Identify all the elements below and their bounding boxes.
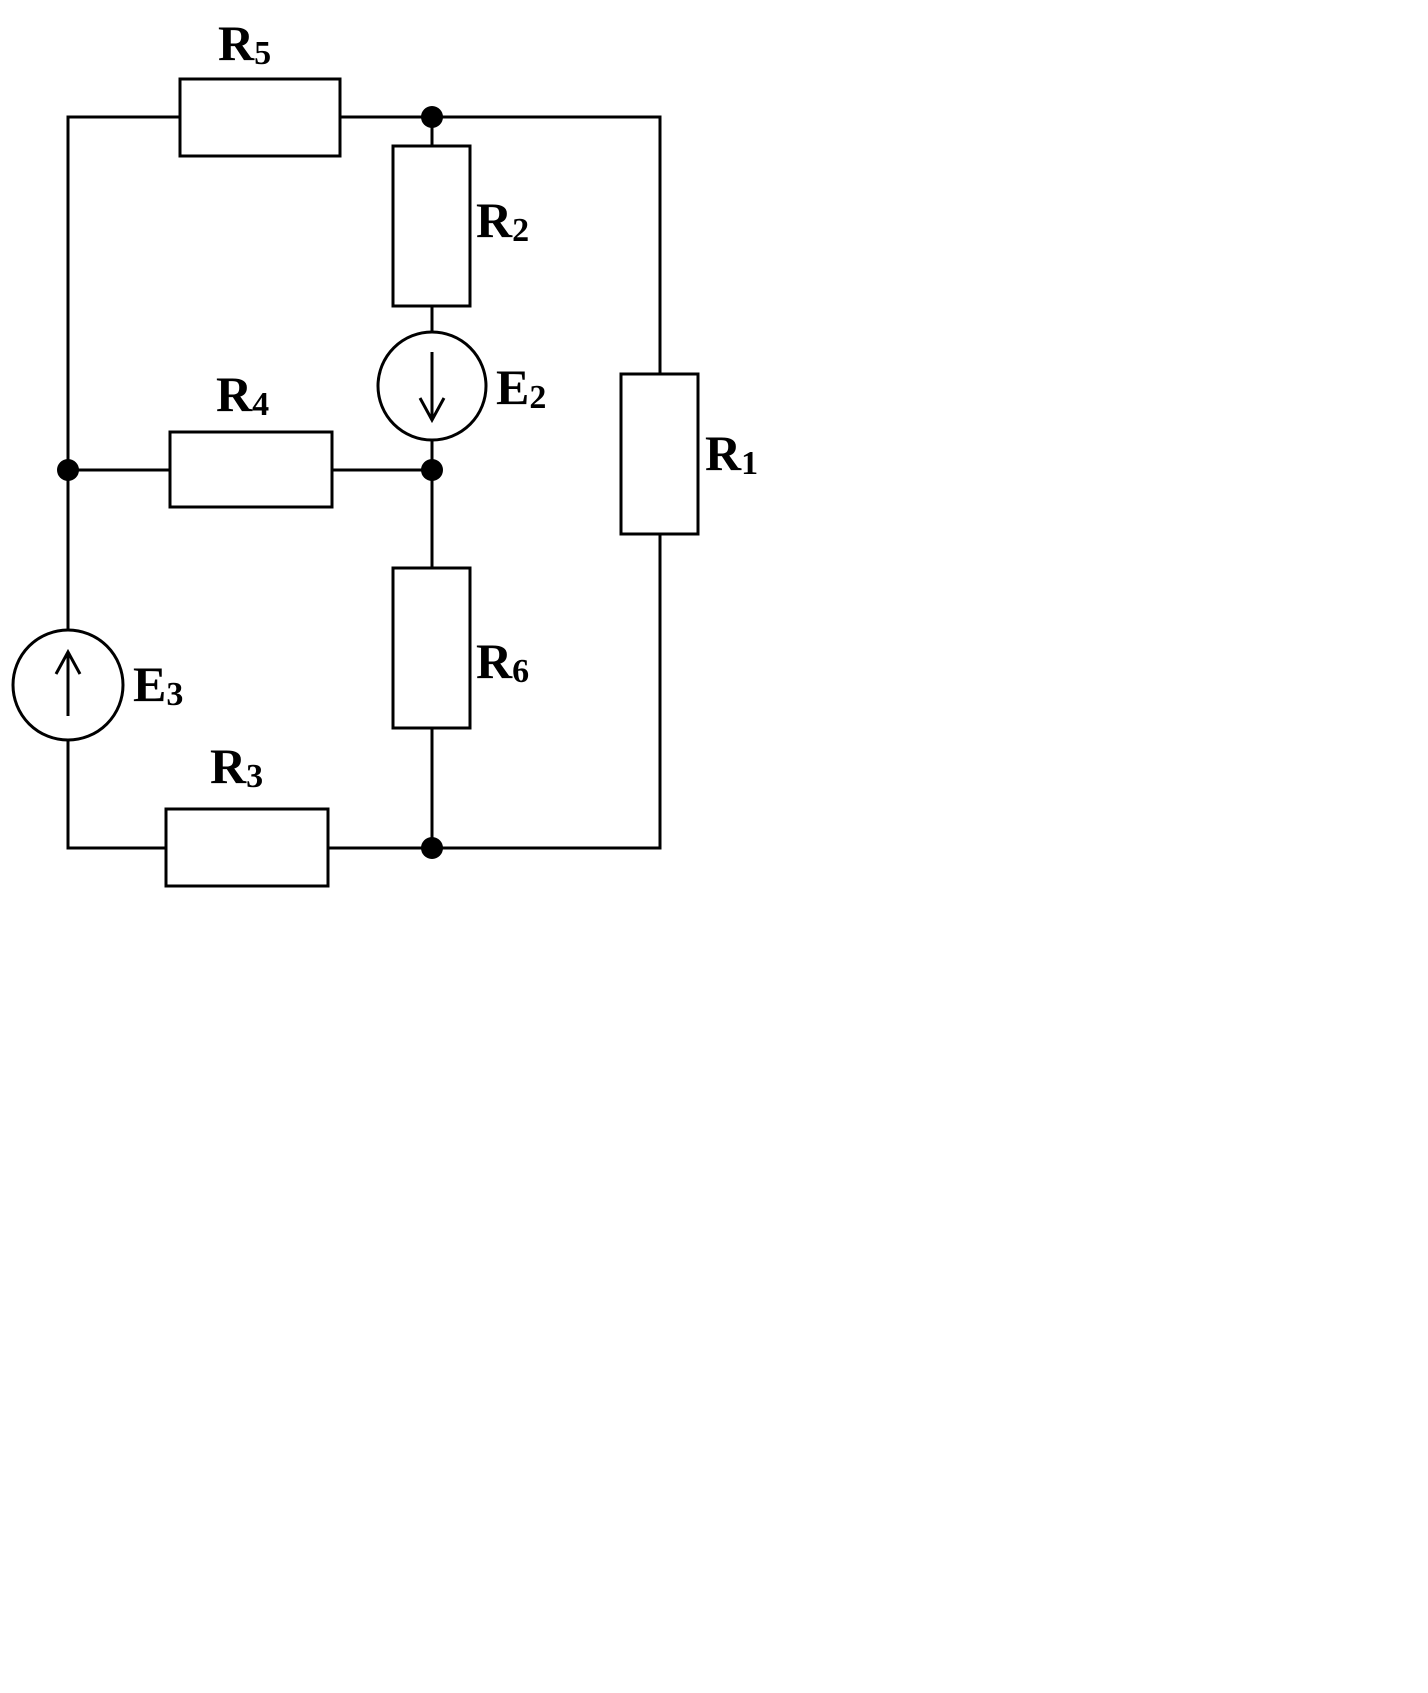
junction-node-center — [421, 459, 443, 481]
resistor-r6 — [391, 566, 472, 730]
resistor-r3 — [164, 807, 330, 888]
resistor-r5 — [178, 77, 342, 158]
junction-node-bottom — [421, 837, 443, 859]
label-r5: R5 — [218, 15, 271, 72]
voltage-source-e3 — [11, 628, 125, 742]
wires — [66, 115, 662, 850]
resistor-r1 — [619, 372, 700, 536]
resistor-r2 — [391, 144, 472, 308]
label-e2: E2 — [496, 359, 546, 416]
label-e3: E3 — [133, 656, 183, 713]
voltage-source-e2 — [376, 330, 488, 442]
label-r3: R3 — [210, 738, 263, 795]
junction-node-left — [57, 459, 79, 481]
arrowhead-up-icon — [54, 648, 82, 675]
resistor-r4 — [168, 430, 334, 509]
label-r4: R4 — [216, 366, 269, 423]
label-r6: R6 — [476, 633, 529, 690]
arrowhead-down-icon — [418, 397, 446, 424]
label-r2: R2 — [476, 192, 529, 249]
junction-node-top — [421, 106, 443, 128]
label-r1: R1 — [705, 425, 758, 482]
